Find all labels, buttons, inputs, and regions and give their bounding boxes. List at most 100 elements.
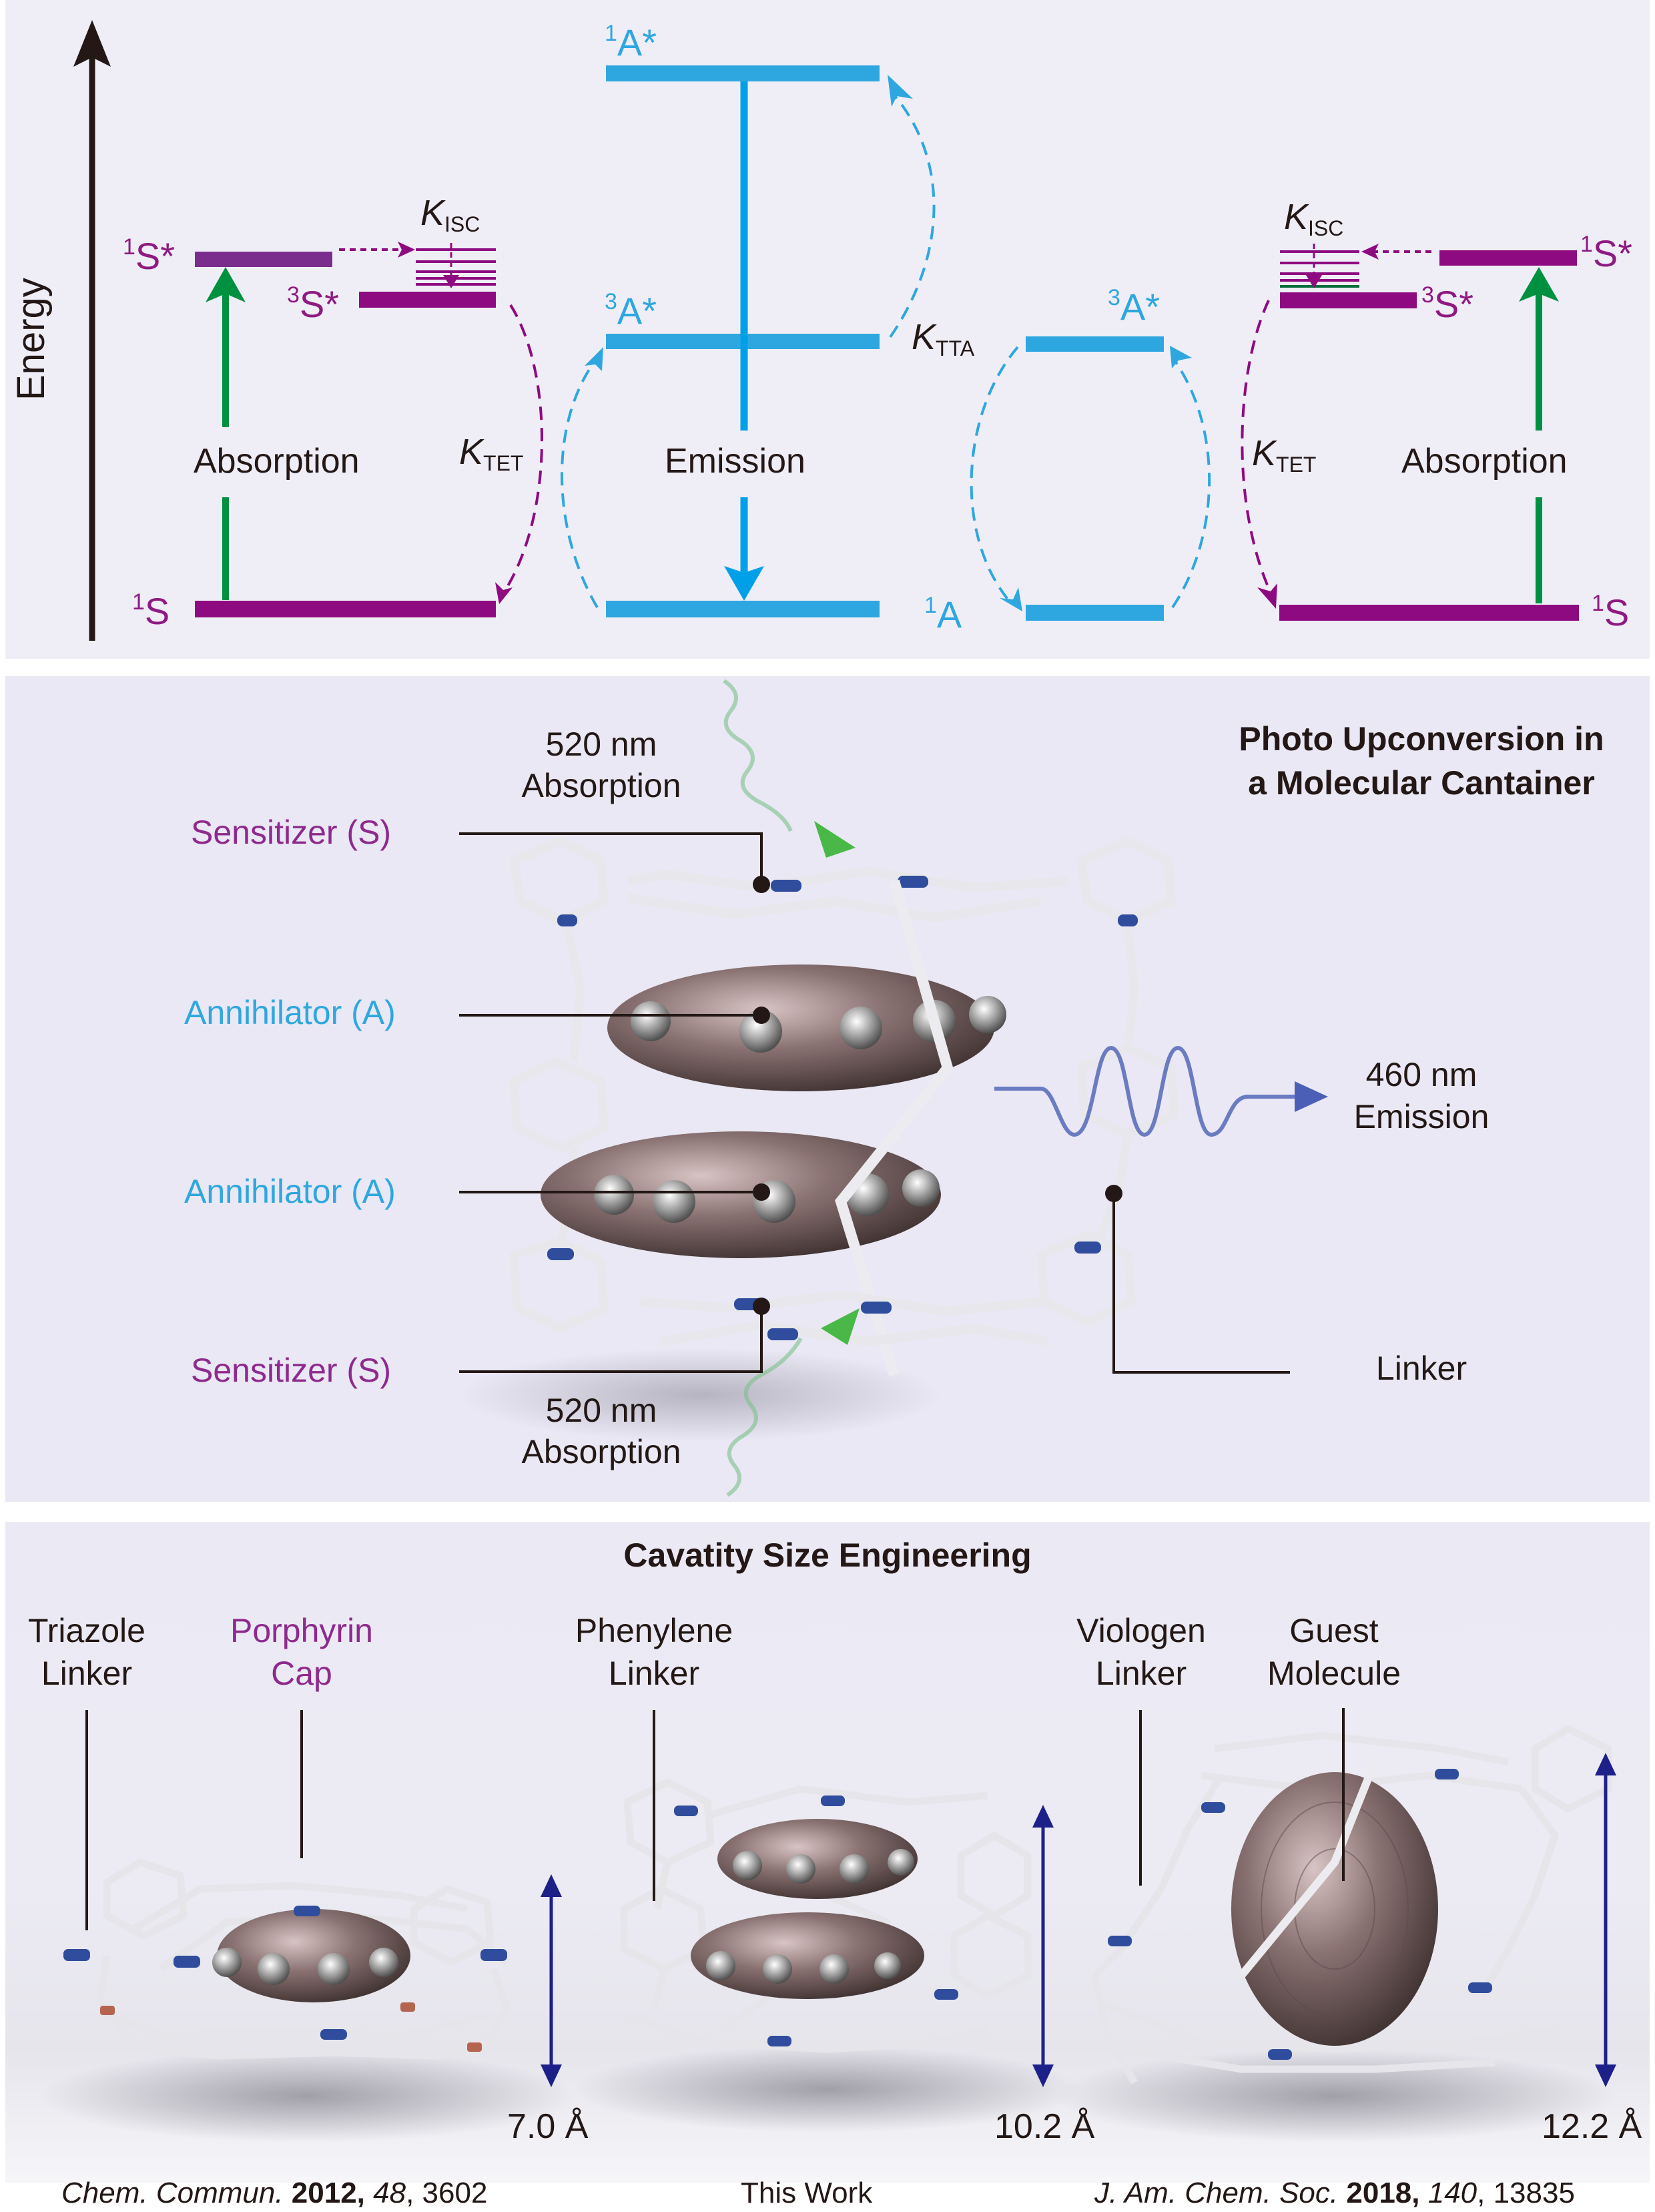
- reference-chem-commun: Chem. Commun. 2012, 48, 3602: [61, 2177, 488, 2209]
- energy-axis-arrowhead-icon: [73, 20, 111, 67]
- right-singlet-excited-level: [1439, 250, 1577, 266]
- partner-triplet-excited-label: 3A*: [1108, 285, 1161, 328]
- cage3-shadow: [1054, 2049, 1615, 2143]
- bottom-absorption-arrowhead-icon: [821, 1308, 860, 1345]
- left-absorption-arrow: [206, 267, 246, 600]
- side-linkers: [509, 926, 1179, 1333]
- left-triplet-excited-level: [359, 292, 496, 308]
- size-label-12: 12.2 Å: [1542, 2107, 1642, 2146]
- sensitizer-top-label: Sensitizer (S): [191, 814, 392, 851]
- annihilator-top-label: Annihilator (A): [184, 994, 396, 1031]
- diagonal-strut: [835, 879, 954, 1377]
- right-isc-ladder: [1280, 244, 1359, 288]
- emission-label: Emission: [665, 442, 805, 481]
- phenylene-label-line1: Phenylene: [575, 1612, 733, 1649]
- left-k-tet-label: KTET: [459, 432, 524, 475]
- partner-ground-label: 1A: [924, 593, 962, 635]
- nitrogen-atoms-top: [557, 876, 1138, 926]
- right-k-tet-label: KTET: [1252, 433, 1317, 477]
- energy-level-panel: [5, 0, 1650, 659]
- viologen-label-line1: Viologen: [1076, 1612, 1206, 1649]
- left-isc-down-arrowhead-icon: [443, 275, 459, 288]
- annihilator-bottom-molecule: [541, 1131, 941, 1258]
- partner-ground-level: [1026, 605, 1164, 621]
- top-absorption-wave: [723, 679, 793, 832]
- left-singlet-excited-level: [195, 252, 332, 267]
- partner-triplet-excited-level: [1026, 336, 1164, 352]
- container-title-line2: a Molecular Cantainer: [1248, 764, 1595, 802]
- right-tet-dashed-arrow: [1241, 300, 1273, 595]
- left-singlet-excited-label: 1S*: [123, 234, 176, 277]
- right-k-isc-label: KISC: [1284, 197, 1344, 240]
- guest-label-line1: Guest: [1289, 1612, 1379, 1649]
- right-isc-arrowhead-icon: [1361, 244, 1379, 260]
- bottom-absorption-wave: [726, 1337, 803, 1497]
- top-absorption-arrowhead-icon: [814, 821, 856, 858]
- viologen-label-line2: Linker: [1095, 1655, 1187, 1692]
- reference-this-work: This Work: [741, 2177, 873, 2209]
- porphyrin-label-line2: Cap: [271, 1655, 332, 1692]
- left-ground-level: [195, 601, 496, 617]
- sensitizer-top-cap: [509, 836, 1176, 926]
- size-label-7: 7.0 Å: [507, 2107, 589, 2146]
- annihilator-singlet-excited-label: 1A*: [605, 21, 657, 63]
- left-tet-arrowhead-icon: [495, 582, 513, 604]
- size-label-10: 10.2 Å: [994, 2107, 1095, 2146]
- phenylene-label-line2: Linker: [608, 1655, 700, 1692]
- absorption-top-wavelength: 520 nm: [545, 726, 657, 763]
- left-isc-ladder: [416, 243, 496, 286]
- annihilator-top-molecule: [607, 964, 1006, 1091]
- annihilator-triplet-excited-label: 3A*: [605, 289, 657, 332]
- viologen-cage: [1090, 1725, 1612, 2085]
- cage2-shadow: [574, 2046, 1081, 2133]
- triazole-label-line1: Triazole: [28, 1612, 145, 1649]
- triazole-cage: [63, 1858, 511, 2060]
- partner-down-arrowhead-icon: [1000, 587, 1022, 611]
- left-tet-dashed-arrow: [499, 304, 543, 599]
- right-absorption-arrow: [1519, 267, 1559, 603]
- emission-arrow: [724, 81, 764, 601]
- k-tta-label: KTTA: [912, 317, 975, 360]
- guest-label-line2: Molecule: [1267, 1655, 1401, 1692]
- sensitizer-bottom-label: Sensitizer (S): [191, 1352, 392, 1389]
- annihilator-tet-dashed-arrow: [561, 359, 599, 609]
- left-absorption-label: Absorption: [194, 442, 360, 481]
- partner-down-dashed-arrow: [970, 346, 1019, 602]
- container-title-line1: Photo Upconversion in: [1239, 720, 1604, 758]
- cavity-leader-lines: [85, 1708, 1345, 1930]
- tta-arrowhead-icon: [888, 75, 913, 107]
- sensitizer-bottom-cap: [640, 1290, 1049, 1346]
- reference-jacs: J. Am. Chem. Soc. 2018, 140, 13835: [1094, 2177, 1575, 2209]
- right-absorption-label: Absorption: [1401, 442, 1568, 481]
- size-arrow-7: [541, 1874, 562, 2087]
- absorption-bottom-label: Absorption: [521, 1433, 681, 1470]
- size-arrow-10: [1032, 1805, 1054, 2087]
- absorption-bottom-wavelength: 520 nm: [545, 1392, 657, 1429]
- annihilator-bottom-label: Annihilator (A): [184, 1173, 396, 1210]
- phenylene-cage: [620, 1778, 1032, 2053]
- size-arrow-12: [1595, 1753, 1616, 2087]
- left-ground-label: 1S: [132, 589, 170, 632]
- absorption-top-label: Absorption: [521, 767, 681, 804]
- annihilator-tet-arrowhead-icon: [585, 347, 603, 371]
- right-singlet-excited-label: 1S*: [1580, 232, 1633, 274]
- tta-dashed-arrow: [889, 95, 936, 338]
- left-isc-arrowhead-icon: [398, 242, 415, 258]
- emission-arrowhead-icon: [1295, 1081, 1328, 1112]
- emission-label-mid: Emission: [1353, 1098, 1490, 1135]
- left-triplet-excited-label: 3S*: [287, 282, 340, 325]
- cavity-title: Cavatity Size Engineering: [623, 1537, 1032, 1574]
- triazole-label-line2: Linker: [41, 1655, 133, 1692]
- right-tet-arrowhead-icon: [1257, 583, 1277, 609]
- linker-label: Linker: [1375, 1350, 1467, 1387]
- right-triplet-excited-level: [1280, 292, 1417, 308]
- annihilator-ground-level: [606, 601, 880, 617]
- left-k-isc-label: KISC: [420, 193, 480, 236]
- cage1-shadow: [40, 2049, 574, 2143]
- emission-wave: [994, 1045, 1301, 1137]
- leader-lines: [459, 832, 1290, 1374]
- right-ground-level: [1279, 605, 1579, 621]
